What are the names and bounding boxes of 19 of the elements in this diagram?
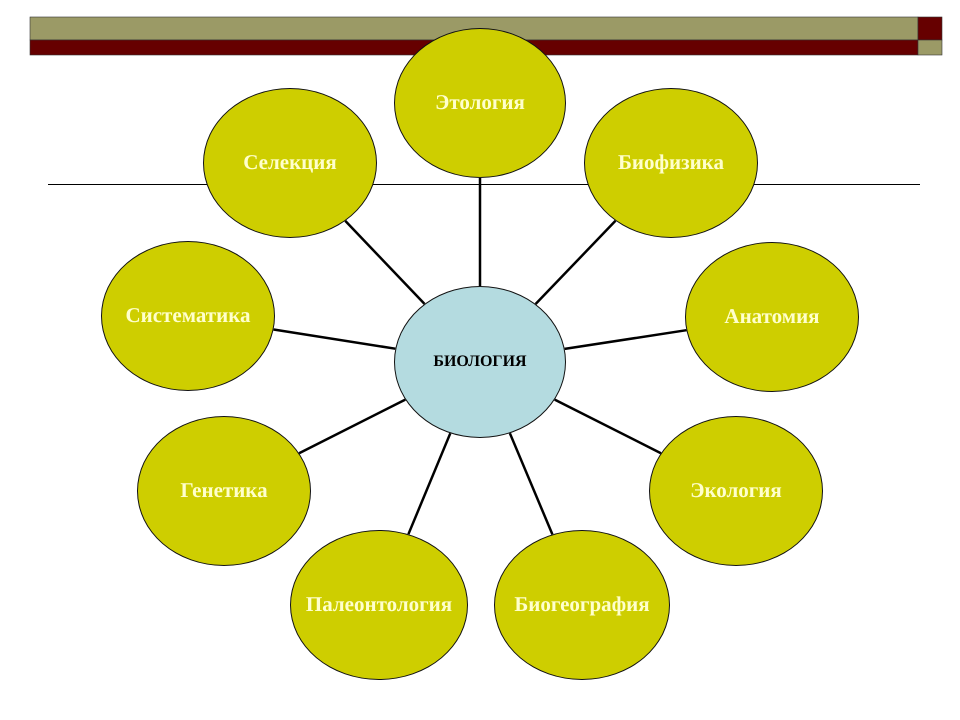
topic-label: Систематика xyxy=(125,304,251,328)
topic-label: Биофизика xyxy=(618,151,724,175)
connector-line xyxy=(508,432,554,535)
connector-line xyxy=(273,328,396,350)
topic-label: Палеонтология xyxy=(306,593,452,617)
central-topic-label: БИОЛОГИЯ xyxy=(433,353,527,371)
topic-label: Анатомия xyxy=(724,305,820,329)
topic-label: Экология xyxy=(690,479,782,503)
connector-line xyxy=(298,398,406,454)
connector-line xyxy=(344,220,426,305)
connector-line xyxy=(534,220,616,305)
connector-line xyxy=(554,398,662,454)
topic-label: Селекция xyxy=(243,151,337,175)
topic-label: Генетика xyxy=(180,479,268,503)
topic-label: Этология xyxy=(435,91,525,115)
connector-line xyxy=(478,178,482,286)
connector-line xyxy=(564,328,687,350)
topic-label: Биогеография xyxy=(514,593,650,617)
connector-line xyxy=(407,432,452,535)
